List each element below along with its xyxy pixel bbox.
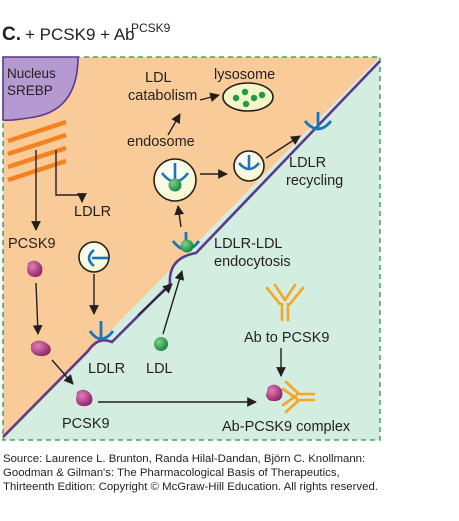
endosome xyxy=(153,158,197,202)
endosome-label: endosome xyxy=(127,134,195,150)
arrow-er-to-ldlr xyxy=(55,150,87,203)
title-superscript: PCSK9 xyxy=(131,21,171,35)
arrow-ldl-to-pit xyxy=(162,270,185,335)
nucleus xyxy=(2,56,79,122)
ldl-catabolism-label-line2: catabolism xyxy=(128,88,197,104)
arrow-recycling-to-membrane xyxy=(265,135,301,159)
ldlr-ldl-pit xyxy=(171,232,201,253)
arrow-pcsk9-to-extracellular xyxy=(51,359,74,385)
ab-pcsk9-complex xyxy=(266,380,316,414)
ldlr-surface-label: LDLR xyxy=(88,361,125,377)
ldl-particle xyxy=(154,337,168,351)
ldlr-recycling-label-line2: recycling xyxy=(286,173,343,189)
ab-to-pcsk9-label: Ab to PCSK9 xyxy=(244,330,329,346)
arrow-ldlr-to-pit xyxy=(137,283,173,316)
ldlr-secretory-vesicle xyxy=(78,241,110,273)
pcsk9-intracellular-1 xyxy=(27,260,43,277)
arrow-catabolism-to-lysosome xyxy=(199,92,220,102)
source-line-2: Goodman & Gilman's: The Pharmacological … xyxy=(3,467,340,479)
arrow-pit-to-endosome xyxy=(174,205,185,228)
source-line-1: Source: Laurence L. Brunton, Randa Hilal… xyxy=(3,453,365,465)
ldlr-upper-label: LDLR xyxy=(74,204,111,220)
arrow-pcsk9-secretion xyxy=(32,282,43,335)
panel-frame xyxy=(2,56,381,441)
panel-letter: C. xyxy=(2,24,21,45)
antibody-to-pcsk9 xyxy=(265,283,305,322)
ldlr-recycling-label: LDLR xyxy=(289,155,326,171)
source-line-3: Thirteenth Edition: Copyright © McGraw-H… xyxy=(3,481,378,493)
arrow-endosome-up xyxy=(167,113,181,136)
lysosome xyxy=(222,82,274,112)
ldl-catabolism-label: LDL xyxy=(145,70,172,86)
pcsk9-upper-label: PCSK9 xyxy=(8,236,56,252)
pcsk9-intracellular-2 xyxy=(31,340,51,357)
title-text: + PCSK9 + Ab xyxy=(25,25,135,44)
pcsk9-extracellular xyxy=(76,389,93,407)
pathway-arrows xyxy=(31,92,301,407)
ldlr-ldl-endocytosis-label: LDLR-LDL xyxy=(214,236,283,252)
nucleus-label: Nucleus xyxy=(7,66,56,81)
recycled-ldlr-receptor xyxy=(303,112,333,131)
recycling-vesicle xyxy=(233,150,265,182)
ab-pcsk9-complex-label: Ab-PCSK9 complex xyxy=(222,419,351,435)
lysosome-label: lysosome xyxy=(214,67,275,83)
ldl-label: LDL xyxy=(146,361,173,377)
endocytosis-label-line2: endocytosis xyxy=(214,254,291,270)
panel-title: C. + PCSK9 + Ab PCSK9 xyxy=(2,21,171,45)
ldlr-surface-receptor xyxy=(88,321,115,341)
srebp-label: SREBP xyxy=(7,83,53,98)
source-credit: Source: Laurence L. Brunton, Randa Hilal… xyxy=(3,453,378,493)
pcsk9-lower-label: PCSK9 xyxy=(62,416,110,432)
